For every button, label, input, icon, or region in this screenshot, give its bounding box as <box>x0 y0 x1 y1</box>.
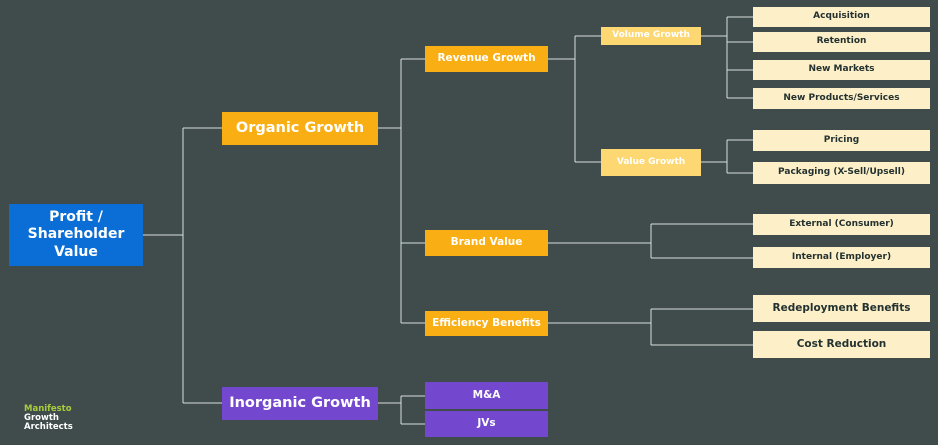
acquisition-label: Acquisition <box>813 11 870 22</box>
root-node-profit-shareholder-value: Profit / Shareholder Value <box>9 204 143 266</box>
manifesto-growth-architects-logo: Manifesto Growth Architects <box>24 405 73 432</box>
internal-employer-label: Internal (Employer) <box>791 251 892 262</box>
acquisition-node: Acquisition <box>753 7 930 27</box>
internal-employer-node: Internal (Employer) <box>753 247 930 268</box>
jvs-label: JVs <box>477 417 496 430</box>
logo-line-1: Manifesto <box>24 404 72 414</box>
retention-label: Retention <box>816 36 867 47</box>
jvs-node: JVs <box>425 411 548 437</box>
pricing-label: Pricing <box>823 134 860 145</box>
organic-growth-node: Organic Growth <box>222 112 378 145</box>
efficiency-benefits-node: Efficiency Benefits <box>425 311 548 336</box>
organic-growth-label: Organic Growth <box>235 120 365 137</box>
volume-growth-node: Volume Growth <box>601 27 701 45</box>
logo-line-3: Architects <box>24 422 73 432</box>
m-and-a-node: M&A <box>425 382 548 409</box>
brand-value-label: Brand Value <box>450 236 523 249</box>
redeployment-benefits-node: Redeployment Benefits <box>753 295 930 322</box>
cost-reduction-node: Cost Reduction <box>753 331 930 358</box>
inorganic-growth-node: Inorganic Growth <box>222 387 378 420</box>
pricing-node: Pricing <box>753 130 930 151</box>
new-products-services-label: New Products/Services <box>783 92 900 103</box>
packaging-node: Packaging (X-Sell/Upsell) <box>753 162 930 184</box>
external-consumer-node: External (Consumer) <box>753 214 930 235</box>
m-and-a-label: M&A <box>472 388 501 401</box>
inorganic-growth-label: Inorganic Growth <box>229 395 371 412</box>
logo-line-2: Growth <box>24 413 59 423</box>
volume-growth-label: Volume Growth <box>612 30 690 41</box>
revenue-growth-label: Revenue Growth <box>437 52 536 65</box>
new-products-services-node: New Products/Services <box>753 88 930 109</box>
revenue-growth-node: Revenue Growth <box>425 46 548 72</box>
redeployment-benefits-label: Redeployment Benefits <box>772 301 911 314</box>
brand-value-node: Brand Value <box>425 230 548 256</box>
retention-node: Retention <box>753 32 930 52</box>
new-markets-node: New Markets <box>753 60 930 80</box>
cost-reduction-label: Cost Reduction <box>796 337 887 350</box>
external-consumer-label: External (Consumer) <box>789 218 894 229</box>
root-node-label: Profit / Shareholder Value <box>27 208 125 260</box>
packaging-label: Packaging (X-Sell/Upsell) <box>778 167 905 178</box>
value-growth-node: Value Growth <box>601 149 701 176</box>
value-growth-label: Value Growth <box>616 156 686 167</box>
efficiency-benefits-label: Efficiency Benefits <box>432 316 541 329</box>
new-markets-label: New Markets <box>808 64 875 75</box>
